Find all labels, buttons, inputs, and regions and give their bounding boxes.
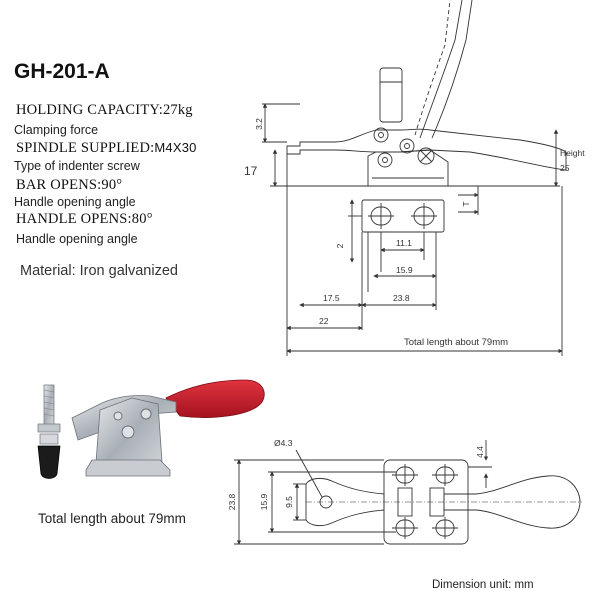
spec-spindle-supplied: SPINDLE SUPPLIED:M4X30	[16, 139, 197, 157]
dim-23-8: 23.8	[393, 293, 410, 303]
pivot-mid	[399, 138, 415, 154]
dim-17: 17	[244, 164, 258, 178]
hole-diameter: Ø4.3	[274, 438, 293, 448]
spec-heading: SPINDLE SUPPLIED:	[16, 140, 155, 156]
spec-value: 27kg	[162, 102, 193, 118]
top-arm	[305, 477, 385, 527]
pivot-top	[373, 127, 389, 143]
material-note: Material: Iron galvanized	[20, 263, 178, 279]
top-handle	[443, 475, 581, 529]
open-handle-outline	[419, 0, 473, 139]
dim-15-9-top: 15.9	[259, 493, 269, 510]
top-view-drawing	[234, 440, 582, 545]
spec-heading: BAR OPENS:	[16, 177, 102, 193]
side-view-labels: 3.2 17 Height 25 T 2 11.1 15.9 17.5 23.8…	[244, 118, 585, 348]
base-block	[367, 149, 449, 187]
height-label: Height	[560, 148, 585, 158]
height-value: 25	[560, 163, 570, 173]
spec-holding-capacity: HOLDING CAPACITY:27kg	[16, 101, 193, 119]
spec-bar-opens: BAR OPENS:90°	[16, 176, 122, 194]
dim-11-1: 11.1	[396, 238, 412, 248]
top-view-labels: Ø4.3 4.4 23.8 15.9 9.5	[227, 438, 485, 510]
spec-sub: Type of indenter screw	[14, 159, 140, 173]
side-view-drawing	[262, 0, 567, 356]
spec-heading: HANDLE OPENS:	[16, 211, 132, 227]
clamp-photo	[37, 379, 265, 479]
spec-value: 90°	[101, 177, 123, 193]
dim-2: 2	[335, 243, 345, 248]
dim-4-4: 4.4	[475, 446, 485, 458]
dim-15-9: 15.9	[396, 265, 413, 275]
dim-9-5: 9.5	[284, 496, 294, 508]
spec-heading: HOLDING CAPACITY:	[16, 102, 163, 118]
spec-sub: Clamping force	[14, 123, 99, 137]
total-length-label: Total length about 79mm	[404, 337, 508, 348]
dim-t: T	[461, 201, 471, 206]
dim-23-8-top: 23.8	[227, 493, 237, 510]
spec-sub: Handle opening angle	[16, 232, 138, 246]
spec-value: M4X30	[154, 140, 197, 155]
dimension-unit-note: Dimension unit: mm	[432, 579, 534, 591]
spec-handle-opens: HANDLE OPENS:80°	[16, 210, 153, 228]
dim-22: 22	[319, 316, 329, 326]
spindle	[379, 67, 403, 123]
total-length-caption: Total length about 79mm	[38, 511, 186, 526]
spec-sub: Handle opening angle	[14, 195, 136, 209]
dim-17-5: 17.5	[323, 293, 340, 303]
pivot-right	[417, 147, 435, 165]
pivot-low	[377, 152, 393, 168]
rubber-tip	[37, 445, 61, 479]
open-handle-dashed	[414, 0, 451, 136]
clamp-arm	[286, 128, 567, 171]
dim-3-2: 3.2	[254, 118, 264, 130]
spec-value: 80°	[131, 211, 153, 227]
model-title: GH-201-A	[14, 60, 110, 83]
red-handle-grip	[165, 379, 265, 418]
